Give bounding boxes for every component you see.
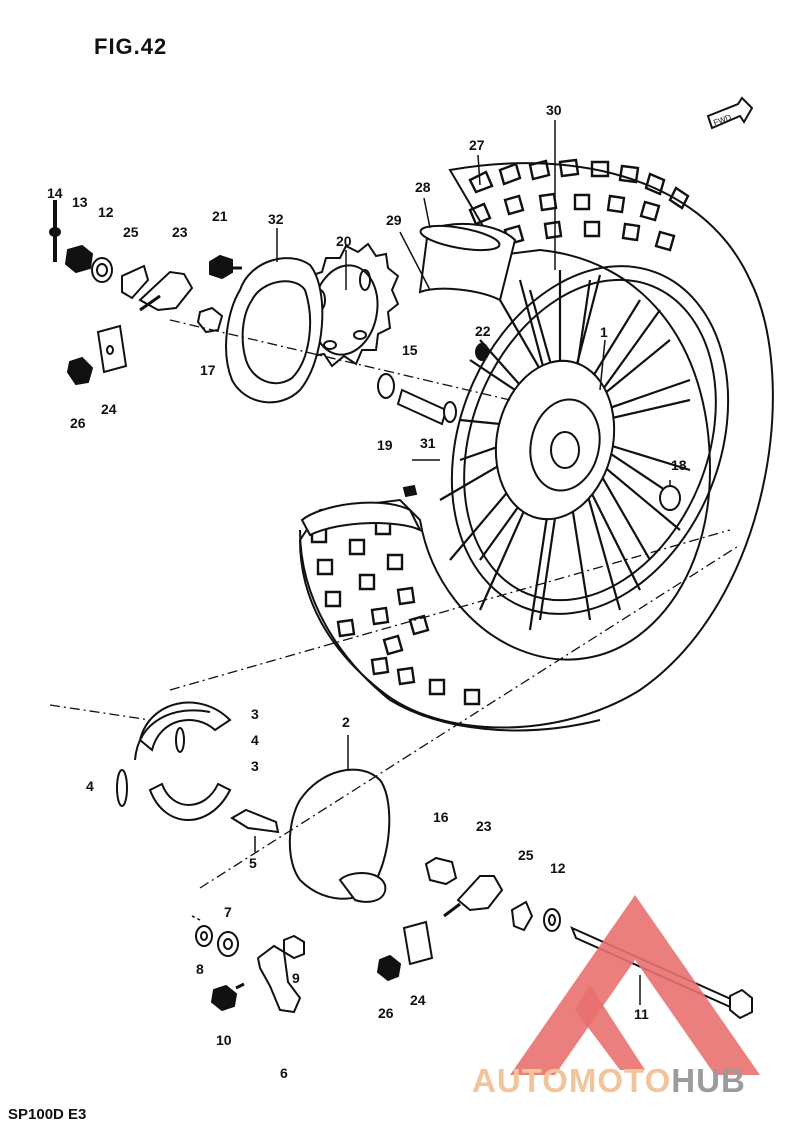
watermark-text: AUTOMOTOHUB [472, 1062, 746, 1100]
part-label: 23 [476, 818, 492, 834]
watermark-text-part2: HUB [671, 1062, 746, 1099]
brake-cam [230, 808, 280, 852]
tire [298, 158, 774, 732]
part-label: 10 [216, 1032, 232, 1048]
watermark-logo-icon [510, 895, 760, 1075]
lower-left-parts [189, 914, 305, 1014]
part-label: 19 [377, 437, 393, 453]
sprocket-gasket [225, 228, 324, 404]
forward-arrow-icon: FWD [706, 96, 754, 130]
part-label: 31 [420, 435, 436, 451]
alignment-lines [49, 319, 741, 889]
part-label: 1 [600, 324, 608, 340]
part-label: 6 [280, 1065, 288, 1081]
hub [494, 359, 616, 521]
part-label: 25 [518, 847, 534, 863]
part-label: 2 [342, 714, 350, 730]
part-label: 15 [402, 342, 418, 358]
part-label: 8 [196, 961, 204, 977]
part-label: 29 [386, 212, 402, 228]
part-label: 18 [671, 457, 687, 473]
part-label: 30 [546, 102, 562, 118]
part-label: 4 [251, 732, 259, 748]
part-label: 26 [70, 415, 86, 431]
part-label: 3 [251, 706, 259, 722]
part-label: 12 [550, 860, 566, 876]
axle-spacers [377, 343, 681, 511]
model-code: SP100D E3 [8, 1106, 87, 1123]
part-label: 7 [224, 904, 232, 920]
left-small-parts [49, 200, 242, 386]
part-label: 17 [200, 362, 216, 378]
part-label: 13 [72, 194, 88, 210]
part-label: 23 [172, 224, 188, 240]
tube [399, 197, 517, 302]
part-label: 12 [98, 204, 114, 220]
watermark-text-part1: AUTOMOTO [472, 1062, 672, 1099]
figure-title: FIG.42 [94, 34, 168, 59]
part-label: 26 [378, 1005, 394, 1021]
part-label: 20 [336, 233, 352, 249]
part-label: 21 [212, 208, 228, 224]
part-label: 16 [433, 809, 449, 825]
brake-panel [288, 735, 391, 903]
part-label: 5 [249, 855, 257, 871]
part-label: 24 [410, 992, 426, 1008]
rim [450, 265, 730, 615]
part-label: 22 [475, 323, 491, 339]
part-label: 3 [251, 758, 259, 774]
part-label: 27 [469, 137, 485, 153]
part-label: 4 [86, 778, 94, 794]
part-label: 14 [47, 185, 63, 201]
part-label: 9 [292, 970, 300, 986]
part-label: 11 [634, 1006, 649, 1022]
part-label: 32 [268, 211, 284, 227]
part-label: 28 [415, 179, 431, 195]
brake-shoes [116, 701, 232, 821]
part-label: 25 [123, 224, 139, 240]
part-label: 24 [101, 401, 117, 417]
